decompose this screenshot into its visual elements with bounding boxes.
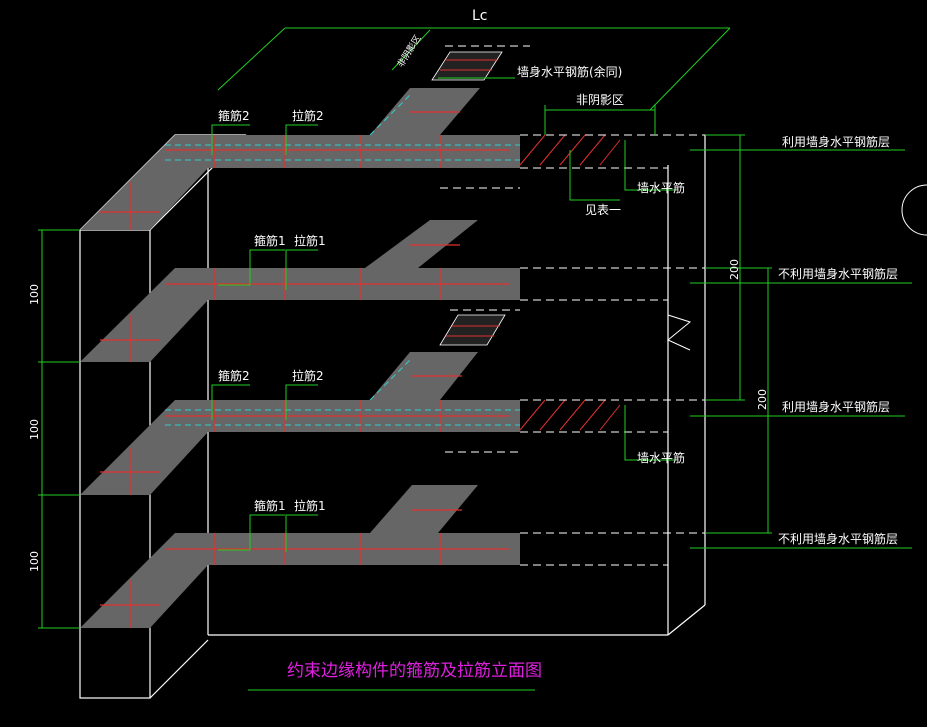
dim-200-a: 200: [728, 259, 741, 280]
stirrup2-b-label: 箍筋2: [218, 368, 250, 383]
break-symbol: [667, 314, 692, 351]
stirrup1-a-label: 箍筋1: [254, 233, 286, 248]
tie2-top-label: 拉筋2: [292, 108, 324, 123]
wall-h-top-label: 墙水平筋: [637, 180, 685, 195]
tie1-b-label: 拉筋1: [294, 498, 326, 513]
lc-label: Lc: [472, 8, 488, 24]
tie1-a-label: 拉筋1: [294, 233, 326, 248]
tie2-b-label: 拉筋2: [292, 368, 324, 383]
non-shadow-small-label: 非阴影区: [394, 33, 423, 70]
use-layer-1-label: 利用墙身水平钢筋层: [782, 134, 890, 149]
slab-layer-2: [80, 187, 705, 362]
top-hatched-block: [431, 45, 530, 81]
use-layer-2-label: 利用墙身水平钢筋层: [782, 399, 890, 414]
dimension-lines: [38, 27, 912, 691]
dim-100-c: 100: [28, 551, 41, 572]
mid-hatched-block: [439, 309, 520, 346]
wall-h-rebar-same-label: 墙身水平钢筋(余同): [517, 64, 622, 79]
wall-h-b-label: 墙水平筋: [637, 450, 685, 465]
nouse-layer-1-label: 不利用墙身水平钢筋层: [778, 266, 898, 281]
dim-100-a: 100: [28, 284, 41, 305]
non-shadow-label: 非阴影区: [576, 93, 624, 107]
slab-layer-4: [80, 485, 705, 628]
edge-circle: [901, 184, 927, 236]
slab-layer-1: [80, 88, 705, 230]
dim-100-b: 100: [28, 419, 41, 440]
drawing-title: 约束边缘构件的箍筋及拉筋立面图: [287, 661, 542, 681]
nouse-layer-2-label: 不利用墙身水平钢筋层: [778, 531, 898, 546]
stirrup1-b-label: 箍筋1: [254, 498, 286, 513]
stirrup2-top-label: 箍筋2: [218, 108, 250, 123]
dim-200-b: 200: [756, 389, 769, 410]
see-table-label: 见表一: [585, 203, 621, 217]
slab-layer-3: [80, 352, 705, 495]
